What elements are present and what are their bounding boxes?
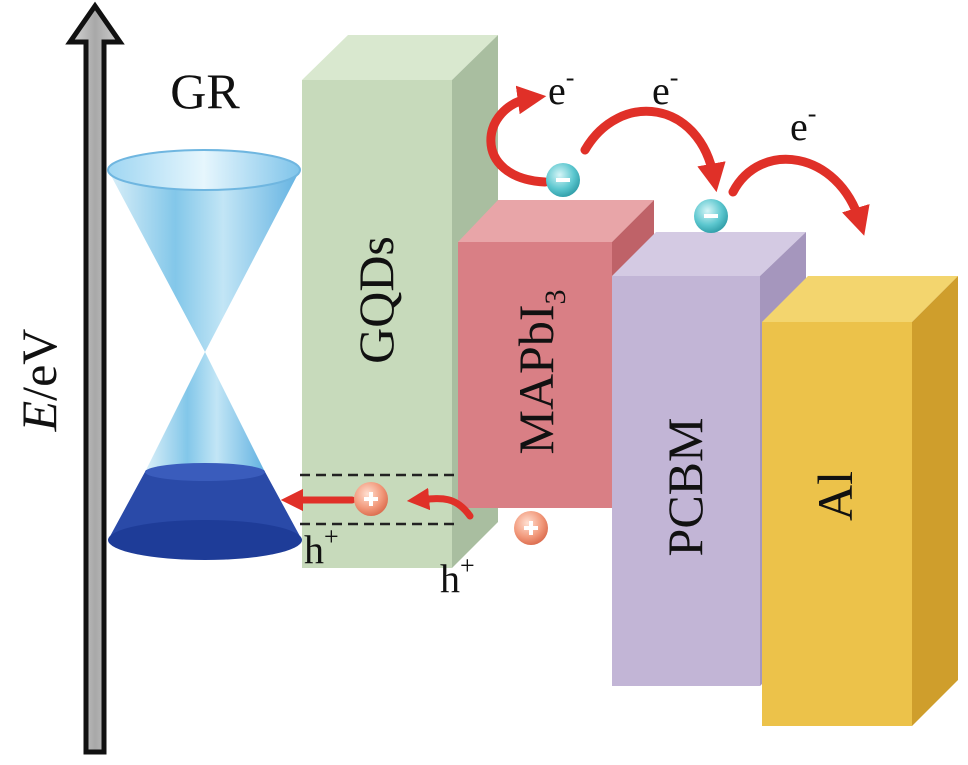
electron-label-2: e- [652, 63, 678, 113]
electron-label-3: e- [790, 99, 816, 149]
electron-labels: e- e- e- [548, 63, 816, 149]
hole-label-2: h+ [440, 551, 475, 601]
energy-axis-arrow [65, 1, 125, 755]
al-layer: Al [762, 276, 958, 726]
al-front-face [762, 322, 912, 726]
electron-arrow-3 [728, 154, 870, 236]
electron-1-minus-icon [556, 178, 570, 182]
pcbm-label: PCBM [657, 418, 713, 557]
energy-axis: E/eV [11, 1, 125, 755]
hole-label-1: h+ [304, 522, 339, 572]
gqds-top-face [302, 35, 498, 80]
upper-cone-rim [107, 149, 301, 191]
hole-2-plus-icon-v [529, 521, 533, 535]
mapbi3-label: MAPbI3 [508, 289, 572, 454]
electron-arrow-1 [486, 85, 550, 187]
lower-cone-filled-band [108, 470, 302, 540]
lower-cone-base [108, 520, 302, 560]
holes [354, 482, 548, 545]
upper-cone [108, 170, 300, 352]
al-side-face [912, 276, 958, 726]
electron-arrow-2 [580, 106, 726, 193]
al-top-face [762, 276, 958, 322]
energy-axis-label: E/eV [11, 329, 67, 433]
al-label: Al [807, 471, 863, 521]
gr-label: GR [170, 63, 240, 119]
pcbm-top-face [612, 232, 806, 276]
level-lines [300, 473, 456, 526]
electron-arrows [486, 85, 870, 236]
hole-arrow-1 [406, 487, 474, 520]
lower-cone-filled-top [145, 463, 265, 481]
mapbi3-front-face [458, 242, 612, 508]
hole-1-plus-icon-v [369, 492, 373, 506]
hole-labels: h+ h+ [304, 522, 475, 601]
electrons [546, 163, 728, 233]
mapbi3-top-face [458, 200, 654, 242]
gqds-label: GQDs [348, 236, 404, 364]
electron-label-1: e- [548, 63, 574, 113]
hole-arrows [280, 487, 474, 520]
electron-2-minus-icon [704, 214, 718, 218]
graphene-dirac-cone: GR [107, 63, 302, 560]
pcbm-front-face [612, 276, 760, 686]
mapbi3-layer: MAPbI3 [458, 200, 654, 508]
lower-cone-upper-part [146, 352, 264, 470]
